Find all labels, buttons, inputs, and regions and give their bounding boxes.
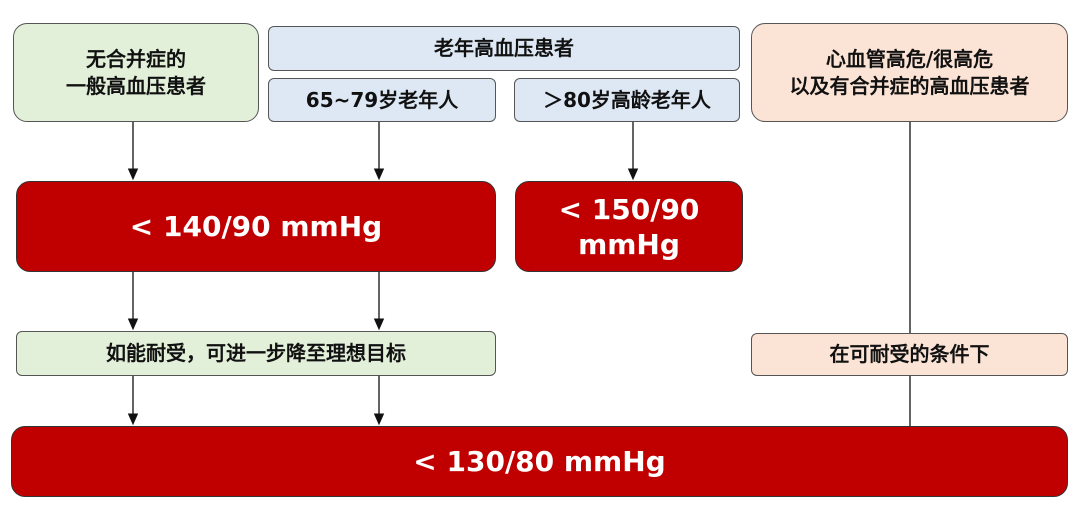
target-130-80-box: < 130/80 mmHg [11, 426, 1068, 497]
general-patients-line1: 无合并症的 [86, 46, 186, 71]
general-patients-box: 无合并症的 一般高血压患者 [13, 23, 259, 122]
further-reduce-box: 如能耐受，可进一步降至理想目标 [16, 331, 496, 376]
tolerable-condition-label: 在可耐受的条件下 [829, 342, 990, 366]
target-140-90-box: < 140/90 mmHg [16, 181, 496, 272]
elderly-patients-box: 老年高血压患者 [268, 26, 740, 71]
target-130-80-label: < 130/80 mmHg [413, 445, 666, 478]
further-reduce-label: 如能耐受，可进一步降至理想目标 [106, 341, 406, 365]
elderly-patients-label: 老年高血压患者 [434, 36, 574, 60]
target-150-90-line1: < 150/90 [558, 192, 700, 226]
target-150-90-line2: mmHg [578, 227, 680, 261]
high-risk-line2: 以及有合并症的高血压患者 [789, 73, 1030, 98]
high-risk-line1: 心血管高危/很高危 [825, 46, 994, 71]
age-65-79-box: 65~79岁老年人 [268, 78, 496, 122]
target-150-90-box: < 150/90 mmHg [515, 181, 743, 272]
general-patients-line2: 一般高血压患者 [66, 73, 206, 98]
target-140-90-label: < 140/90 mmHg [129, 210, 383, 243]
age-80-box: ＞80岁高龄老年人 [514, 78, 740, 122]
age-80-label: ＞80岁高龄老年人 [543, 87, 711, 112]
age-65-79-label: 65~79岁老年人 [305, 87, 459, 112]
high-risk-patients-box: 心血管高危/很高危 以及有合并症的高血压患者 [751, 23, 1068, 122]
tolerable-condition-box: 在可耐受的条件下 [751, 333, 1068, 376]
